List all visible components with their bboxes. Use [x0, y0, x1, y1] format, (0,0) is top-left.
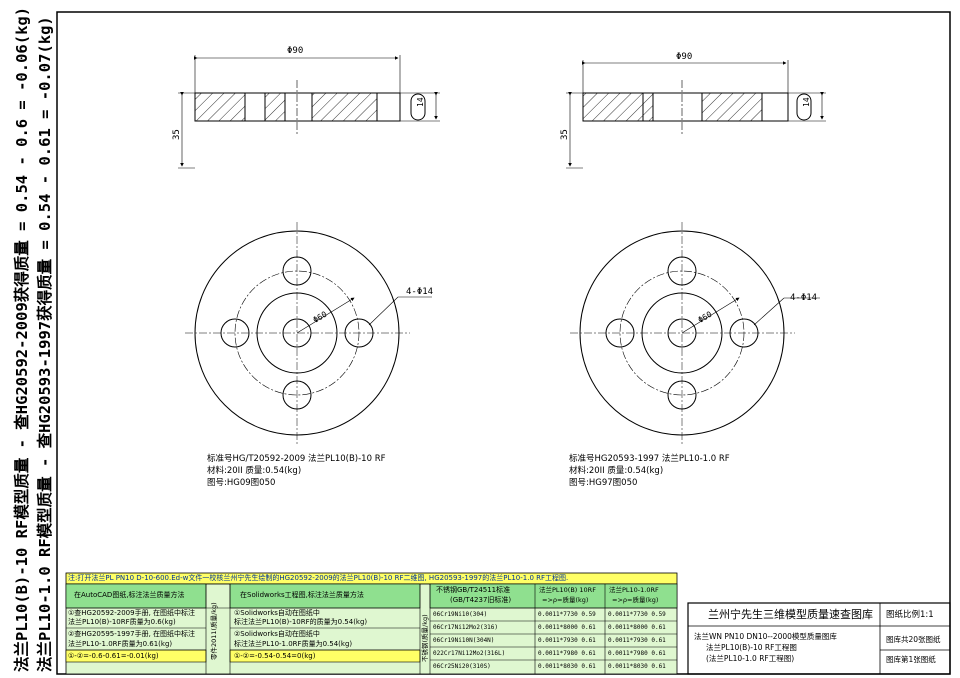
table-note: 注:打开法兰PL PN10 D-10-600.Ed-w文件一校核兰州宁先生绘制的… — [68, 574, 569, 582]
mat-row-2-c2: 0.0011*8000 0.61 — [608, 624, 666, 631]
right-info-material: 材料:20II 质量:0.54(kg) — [569, 466, 664, 476]
left-info: 标准号HG/T20592-2009 法兰PL10(B)-10 RF 材料:20I… — [207, 453, 386, 489]
header-std-old: (GB/T4237旧标准) — [450, 596, 512, 604]
left-section-view: Φ90 35 14 — [172, 46, 440, 169]
title-main: 兰州宁先生三维模型质量速查图库 — [708, 608, 873, 621]
title-desc-2: 法兰PL10(B)-10 RF工程图 — [706, 643, 797, 652]
right-plan-view — [570, 222, 820, 445]
mat-row-2-name: 06Cr17Ni12Mo2(316) — [433, 624, 499, 631]
header-col1-sub: =>ρ=质量(kg) — [542, 596, 589, 604]
mat-row-5-c2: 0.0011*8030 0.61 — [608, 663, 666, 670]
left-dim-pcd: Φ60 — [312, 310, 329, 325]
left-plan-view — [185, 222, 432, 445]
header-autocad: 在AutoCAD图纸,标注法兰质量方法 — [74, 591, 185, 599]
mat-row-2-c1: 0.0011*8000 0.61 — [538, 624, 596, 631]
mat-row-4-c1: 0.0011*7980 0.61 — [538, 650, 596, 657]
left-dim-holes: 4-Φ14 — [406, 287, 433, 297]
header-col2: 法兰PL10-1.0RF — [609, 586, 659, 594]
title-desc-3: (法兰PL10-1.0 RF工程图) — [706, 654, 795, 663]
title-block — [687, 602, 951, 675]
right-dim-thickness: 14 — [802, 97, 811, 107]
left-dim-height: 35 — [172, 129, 182, 140]
autocad-row-1b: 法兰PL10(B)-10RF质量为0.6(kg) — [68, 618, 176, 626]
right-dim-pcd: Φ60 — [697, 310, 714, 325]
left-info-material: 材料:20II 质量:0.54(kg) — [207, 466, 302, 476]
mat-row-3-name: 06Cr19Ni10N(304N) — [433, 637, 495, 644]
title-desc-1: 法兰WN PN10 DN10--2000模型质量图库 — [694, 632, 837, 641]
mat-row-5-name: 06Cr25Ni20(310S) — [433, 663, 491, 670]
autocad-row-3: ①-②=-0.6-0.61=-0.01(kg) — [68, 652, 159, 660]
right-info-std: 标准号HG20593-1997 法兰PL10-1.0 RF — [569, 454, 730, 464]
header-vert-1: 零件2011(质量/kg) — [210, 602, 218, 660]
right-info-drawing-no: 图号:HG97图050 — [569, 478, 638, 488]
solid-row-1b: 标注法兰PL10(B)-10RF的质量为0.54(kg) — [234, 618, 368, 626]
right-info: 标准号HG20593-1997 法兰PL10-1.0 RF 材料:20II 质量… — [569, 453, 730, 489]
left-dim-thickness: 14 — [416, 97, 425, 107]
data-table — [65, 572, 678, 675]
autocad-row-2b: 法兰PL10-1.0RF质量为0.61(kg) — [68, 640, 173, 648]
header-col1: 法兰PL10(B) 10RF — [539, 586, 596, 594]
mat-row-1-c2: 0.0011*7730 0.59 — [608, 611, 666, 618]
header-vert-2: 不锈钢(质量/kg) — [421, 614, 429, 662]
title-scale: 图纸比例1:1 — [886, 610, 934, 620]
solid-row-1a: ①Solidworks自动在图纸中 — [234, 609, 320, 617]
mat-row-1-c1: 0.0011*7730 0.59 — [538, 611, 596, 618]
solid-row-2b: 标注法兰PL10-1.0RF质量为0.54(kg) — [234, 640, 353, 648]
mat-row-3-c2: 0.0011*7930 0.61 — [608, 637, 666, 644]
solid-row-2a: ②Solidworks自动在图纸中 — [234, 630, 320, 638]
mat-row-4-name: 022Cr17Ni12Mo2(316L) — [433, 650, 506, 657]
mat-row-4-c2: 0.0011*7980 0.61 — [608, 650, 666, 657]
mat-row-1-name: 06Cr19Ni10(304) — [433, 611, 488, 618]
title-sheets: 图库共20张图纸 — [886, 635, 941, 644]
right-dim-height: 35 — [560, 129, 570, 140]
header-col2-sub: =>ρ=质量(kg) — [612, 596, 659, 604]
title-sheet-no: 图库第1张图纸 — [886, 655, 936, 664]
left-info-drawing-no: 图号:HG09图050 — [207, 478, 276, 488]
right-dim-holes: 4-Φ14 — [790, 293, 817, 303]
autocad-row-2a: ②查HG20595-1997手册, 在图纸中标注 — [68, 630, 196, 638]
header-std: 不锈钢GB/T24511标准 — [436, 586, 511, 594]
header-solidworks: 在Solidworks工程图,标注法兰质量方法 — [240, 591, 364, 599]
autocad-row-1a: ①查HG20592-2009手册, 在图纸中标注 — [68, 609, 196, 617]
left-info-std: 标准号HG/T20592-2009 法兰PL10(B)-10 RF — [207, 454, 386, 464]
right-dim-diameter: Φ90 — [676, 52, 692, 62]
left-dim-diameter: Φ90 — [287, 46, 303, 56]
mat-row-5-c1: 0.0011*8030 0.61 — [538, 663, 596, 670]
right-section-view: Φ90 35 14 — [560, 52, 826, 169]
solid-row-3: ①-②=-0.54-0.54=0(kg) — [234, 652, 316, 660]
mat-row-3-c1: 0.0011*7930 0.61 — [538, 637, 596, 644]
